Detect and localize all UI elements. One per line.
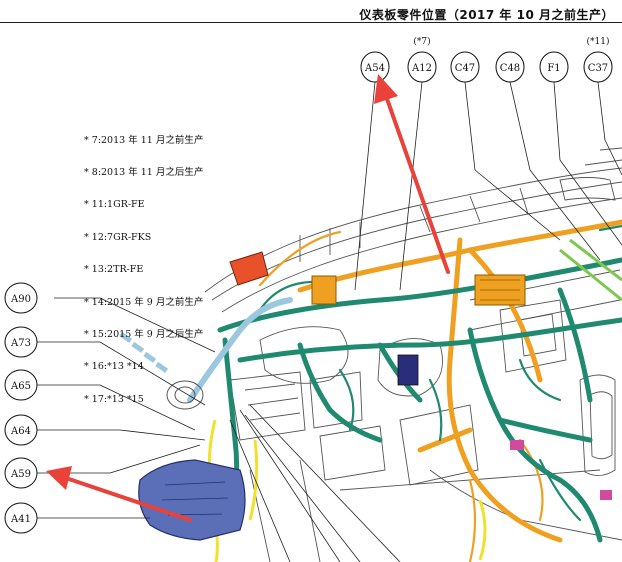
legend-line: * 14:2015 年 9 月之前生产: [84, 296, 204, 308]
header-rule: [0, 22, 622, 23]
orange-harness-thin: [258, 230, 544, 562]
callout-label: C47: [455, 63, 475, 74]
top-callout-a54[interactable]: A54: [354, 51, 390, 291]
legend-line: * 16:*13 *14: [84, 361, 144, 373]
arrow-head-icon: [46, 466, 72, 490]
callout-label: A12: [411, 63, 432, 74]
blue-bracket: [138, 459, 246, 541]
orange-harness: [297, 219, 622, 543]
bright-green-harness: [559, 238, 622, 302]
teal-harness: [217, 257, 622, 543]
top-callout-a12[interactable]: (*7) A12: [399, 36, 437, 291]
light-blue-ribs: [119, 331, 169, 373]
page-title: 仪表板零件位置（2017 年 10 月之前生产）: [359, 8, 614, 22]
orange-relay-block: [474, 274, 526, 306]
legend-line: * 17:*13 *15: [84, 393, 144, 405]
light-blue-duct: [187, 297, 293, 403]
callout-label: A90: [10, 294, 31, 305]
left-callout-a64[interactable]: A64: [4, 414, 206, 446]
red-arrow-to-a54: [374, 74, 450, 274]
callout-label: F1: [547, 63, 560, 74]
callout-label: A73: [10, 338, 31, 349]
red-arrow-to-a59: [46, 466, 192, 522]
callout-note: (*11): [587, 36, 610, 47]
navy-module: [397, 354, 419, 386]
top-callout-c37[interactable]: (*11) C37: [583, 36, 622, 176]
legend-line: * 15:2015 年 9 月之后生产: [84, 328, 204, 340]
callout-label: A64: [10, 426, 31, 437]
arrow-head-icon: [374, 74, 398, 104]
legend-line: * 8:2013 年 11 月之后生产: [84, 166, 204, 178]
footnote-legend: * 7:2013 年 11 月之前生产 * 8:2013 年 11 月之后生产 …: [84, 114, 203, 416]
callout-label: A41: [10, 514, 31, 525]
teal-harness-thin: [258, 224, 622, 522]
callout-label: C37: [588, 63, 608, 74]
steering-column: [166, 380, 204, 410]
magenta-connector: [510, 440, 612, 500]
legend-line: * 7:2013 年 11 月之前生产: [84, 134, 204, 146]
legend-line: * 12:7GR-FKS: [84, 231, 152, 243]
callout-label: A65: [10, 381, 31, 392]
callout-label: A54: [364, 63, 385, 74]
orange-connector-center: [311, 275, 337, 305]
legend-line: * 11:1GR-FE: [84, 199, 145, 211]
lower-leader-lines: [229, 404, 401, 562]
top-callout-f1[interactable]: F1: [539, 51, 622, 246]
callout-label: C48: [500, 63, 520, 74]
callout-note: (*7): [413, 36, 430, 47]
left-callout-a73[interactable]: A73: [4, 326, 206, 406]
top-callout-c48[interactable]: C48: [495, 51, 601, 261]
top-callout-c47[interactable]: C47: [450, 51, 561, 241]
left-callout-a65[interactable]: A65: [4, 369, 196, 431]
callout-label: A59: [10, 469, 31, 480]
left-callout-a41[interactable]: A41: [4, 502, 150, 534]
left-callout-a90[interactable]: A90: [4, 282, 216, 353]
legend-line: * 13:2TR-FE: [84, 264, 144, 276]
red-connector: [229, 251, 269, 286]
